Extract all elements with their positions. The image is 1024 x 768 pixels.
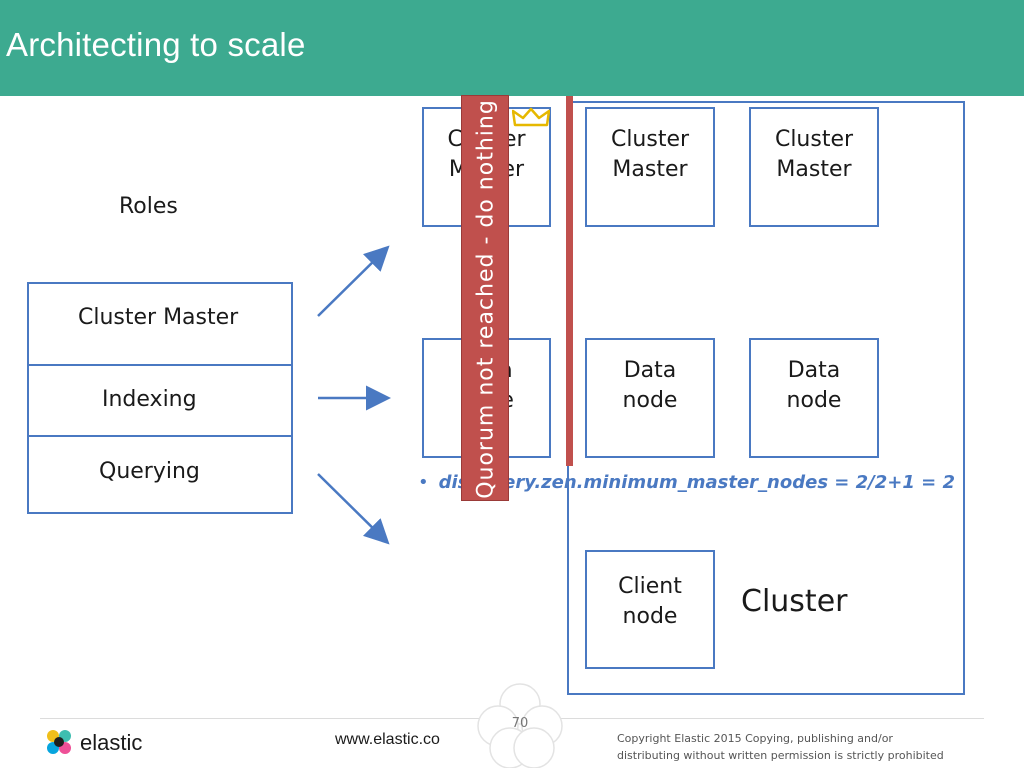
quorum-callout: Quorum not reached - do nothing <box>461 95 509 501</box>
page-number: 70 <box>511 716 529 731</box>
roles-divider <box>29 435 291 437</box>
node-client: Client node <box>585 550 715 669</box>
role-indexing: Indexing <box>102 387 197 412</box>
roles-stack: Cluster Master Indexing Querying <box>27 282 293 514</box>
roles-heading: Roles <box>119 194 178 219</box>
quorum-formula: • discovery.zen.minimum_master_nodes = 2/… <box>418 472 955 493</box>
node-data-mid-label: Data node <box>622 358 678 413</box>
network-partition-line <box>566 96 573 466</box>
roles-divider <box>29 364 291 366</box>
node-data-mid: Data node <box>585 338 715 458</box>
role-querying: Querying <box>99 459 200 484</box>
quorum-callout-text: Quorum not reached - do nothing <box>473 99 499 499</box>
node-master-mid-label: Cluster Master <box>610 127 690 182</box>
node-data-right-label: Data node <box>786 358 842 413</box>
slide-title: Architecting to scale <box>6 26 306 63</box>
slide-header: Architecting to scale <box>0 0 1024 96</box>
node-master-right: Cluster Master <box>749 107 879 227</box>
copyright-notice: Copyright Elastic 2015 Copying, publishi… <box>617 732 944 762</box>
footer-brand: elastic <box>80 730 143 755</box>
footer-url[interactable]: www.elastic.co <box>335 731 440 748</box>
node-data-right: Data node <box>749 338 879 458</box>
role-cluster-master: Cluster Master <box>78 305 239 330</box>
arrow-icon <box>317 245 390 317</box>
node-master-mid: Cluster Master <box>585 107 715 227</box>
elastic-logo-icon <box>47 730 71 754</box>
arrow-icon <box>317 473 390 545</box>
quorum-formula-text: discovery.zen.minimum_master_nodes = 2/2… <box>438 472 956 493</box>
node-client-label: Client node <box>618 574 682 629</box>
bullet-dot-icon: • <box>418 472 429 493</box>
cluster-label: Cluster <box>741 584 848 619</box>
node-master-right-label: Cluster Master <box>774 127 854 182</box>
crown-icon <box>512 107 550 127</box>
page-badge-icon <box>477 683 563 768</box>
